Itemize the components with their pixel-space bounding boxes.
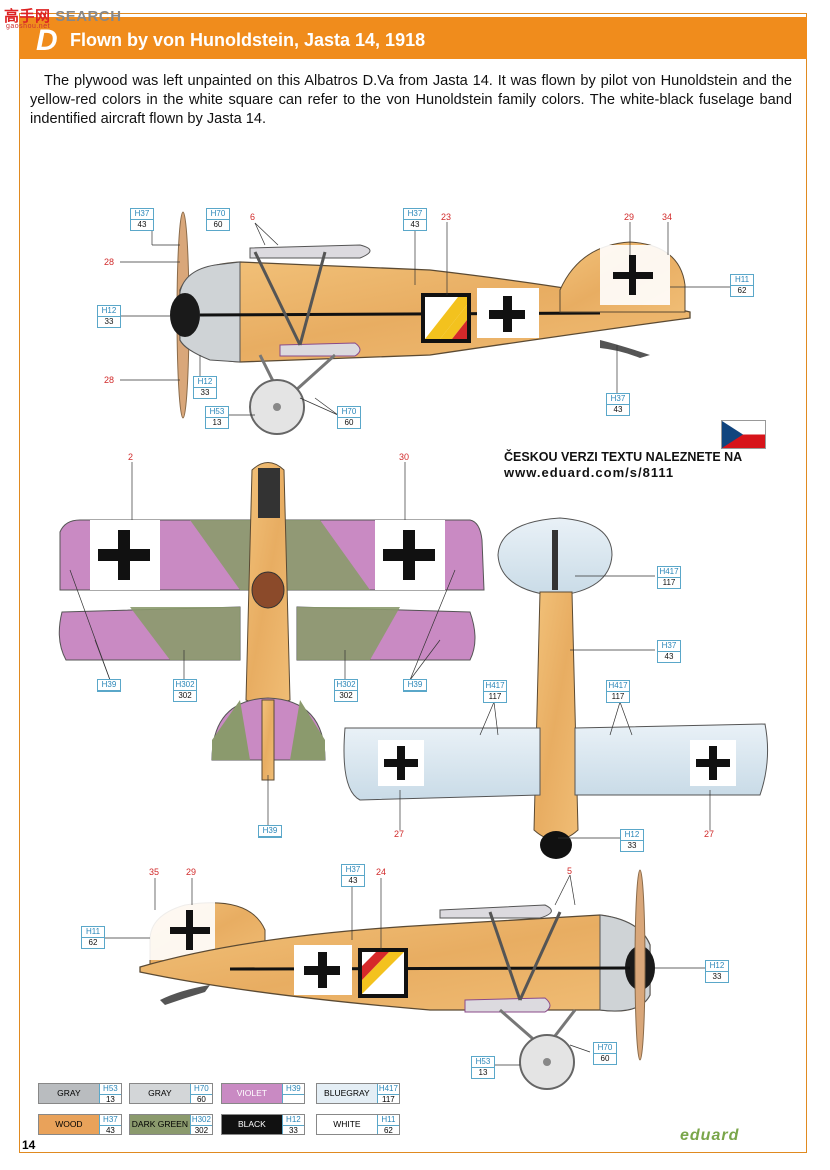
intro-text: The plywood was left unpainted on this A… bbox=[30, 73, 792, 127]
legend-item: VIOLET H39 bbox=[221, 1083, 305, 1104]
page-number: 14 bbox=[22, 1138, 36, 1152]
profile-letter: D bbox=[36, 24, 58, 57]
callout-number: 23 bbox=[441, 212, 452, 222]
callout-number: 27 bbox=[394, 829, 405, 839]
watermark-logo: 高手网 SEARCH gaoshou.net bbox=[4, 8, 122, 30]
callout-number: 29 bbox=[624, 212, 635, 222]
czech-flag-icon bbox=[721, 420, 766, 449]
czech-note: ČESKOU VERZI TEXTU NALEZNETE NA www.edua… bbox=[504, 450, 743, 480]
callout-number: 5 bbox=[567, 866, 573, 876]
paint-code: H39 bbox=[403, 679, 427, 692]
callout-number: 29 bbox=[186, 867, 197, 877]
callout-number: 34 bbox=[662, 212, 673, 222]
side-view-left bbox=[170, 211, 691, 435]
callout-number: 30 bbox=[399, 452, 410, 462]
callout-number: 28 bbox=[104, 375, 115, 385]
bottom-view-wings bbox=[343, 517, 769, 859]
leader-lines bbox=[69, 222, 730, 1066]
header-bar bbox=[19, 17, 807, 59]
callout-number: 28 bbox=[104, 257, 115, 267]
callout-number: 6 bbox=[250, 212, 256, 222]
callout-number: 2 bbox=[128, 452, 134, 462]
paint-code: H39 bbox=[258, 825, 282, 838]
side-view-right bbox=[139, 869, 655, 1090]
brand-logo: eduard bbox=[680, 1127, 740, 1144]
page-title: Flown by von Hunoldstein, Jasta 14, 1918 bbox=[70, 30, 426, 50]
callout-number: 24 bbox=[376, 867, 387, 877]
callout-number: 27 bbox=[704, 829, 715, 839]
page-frame bbox=[19, 13, 807, 1153]
paint-code: H39 bbox=[97, 679, 121, 692]
top-view-wings bbox=[58, 462, 485, 781]
callout-number: 35 bbox=[149, 867, 160, 877]
czech-url[interactable]: www.eduard.com/s/8111 bbox=[504, 465, 675, 480]
